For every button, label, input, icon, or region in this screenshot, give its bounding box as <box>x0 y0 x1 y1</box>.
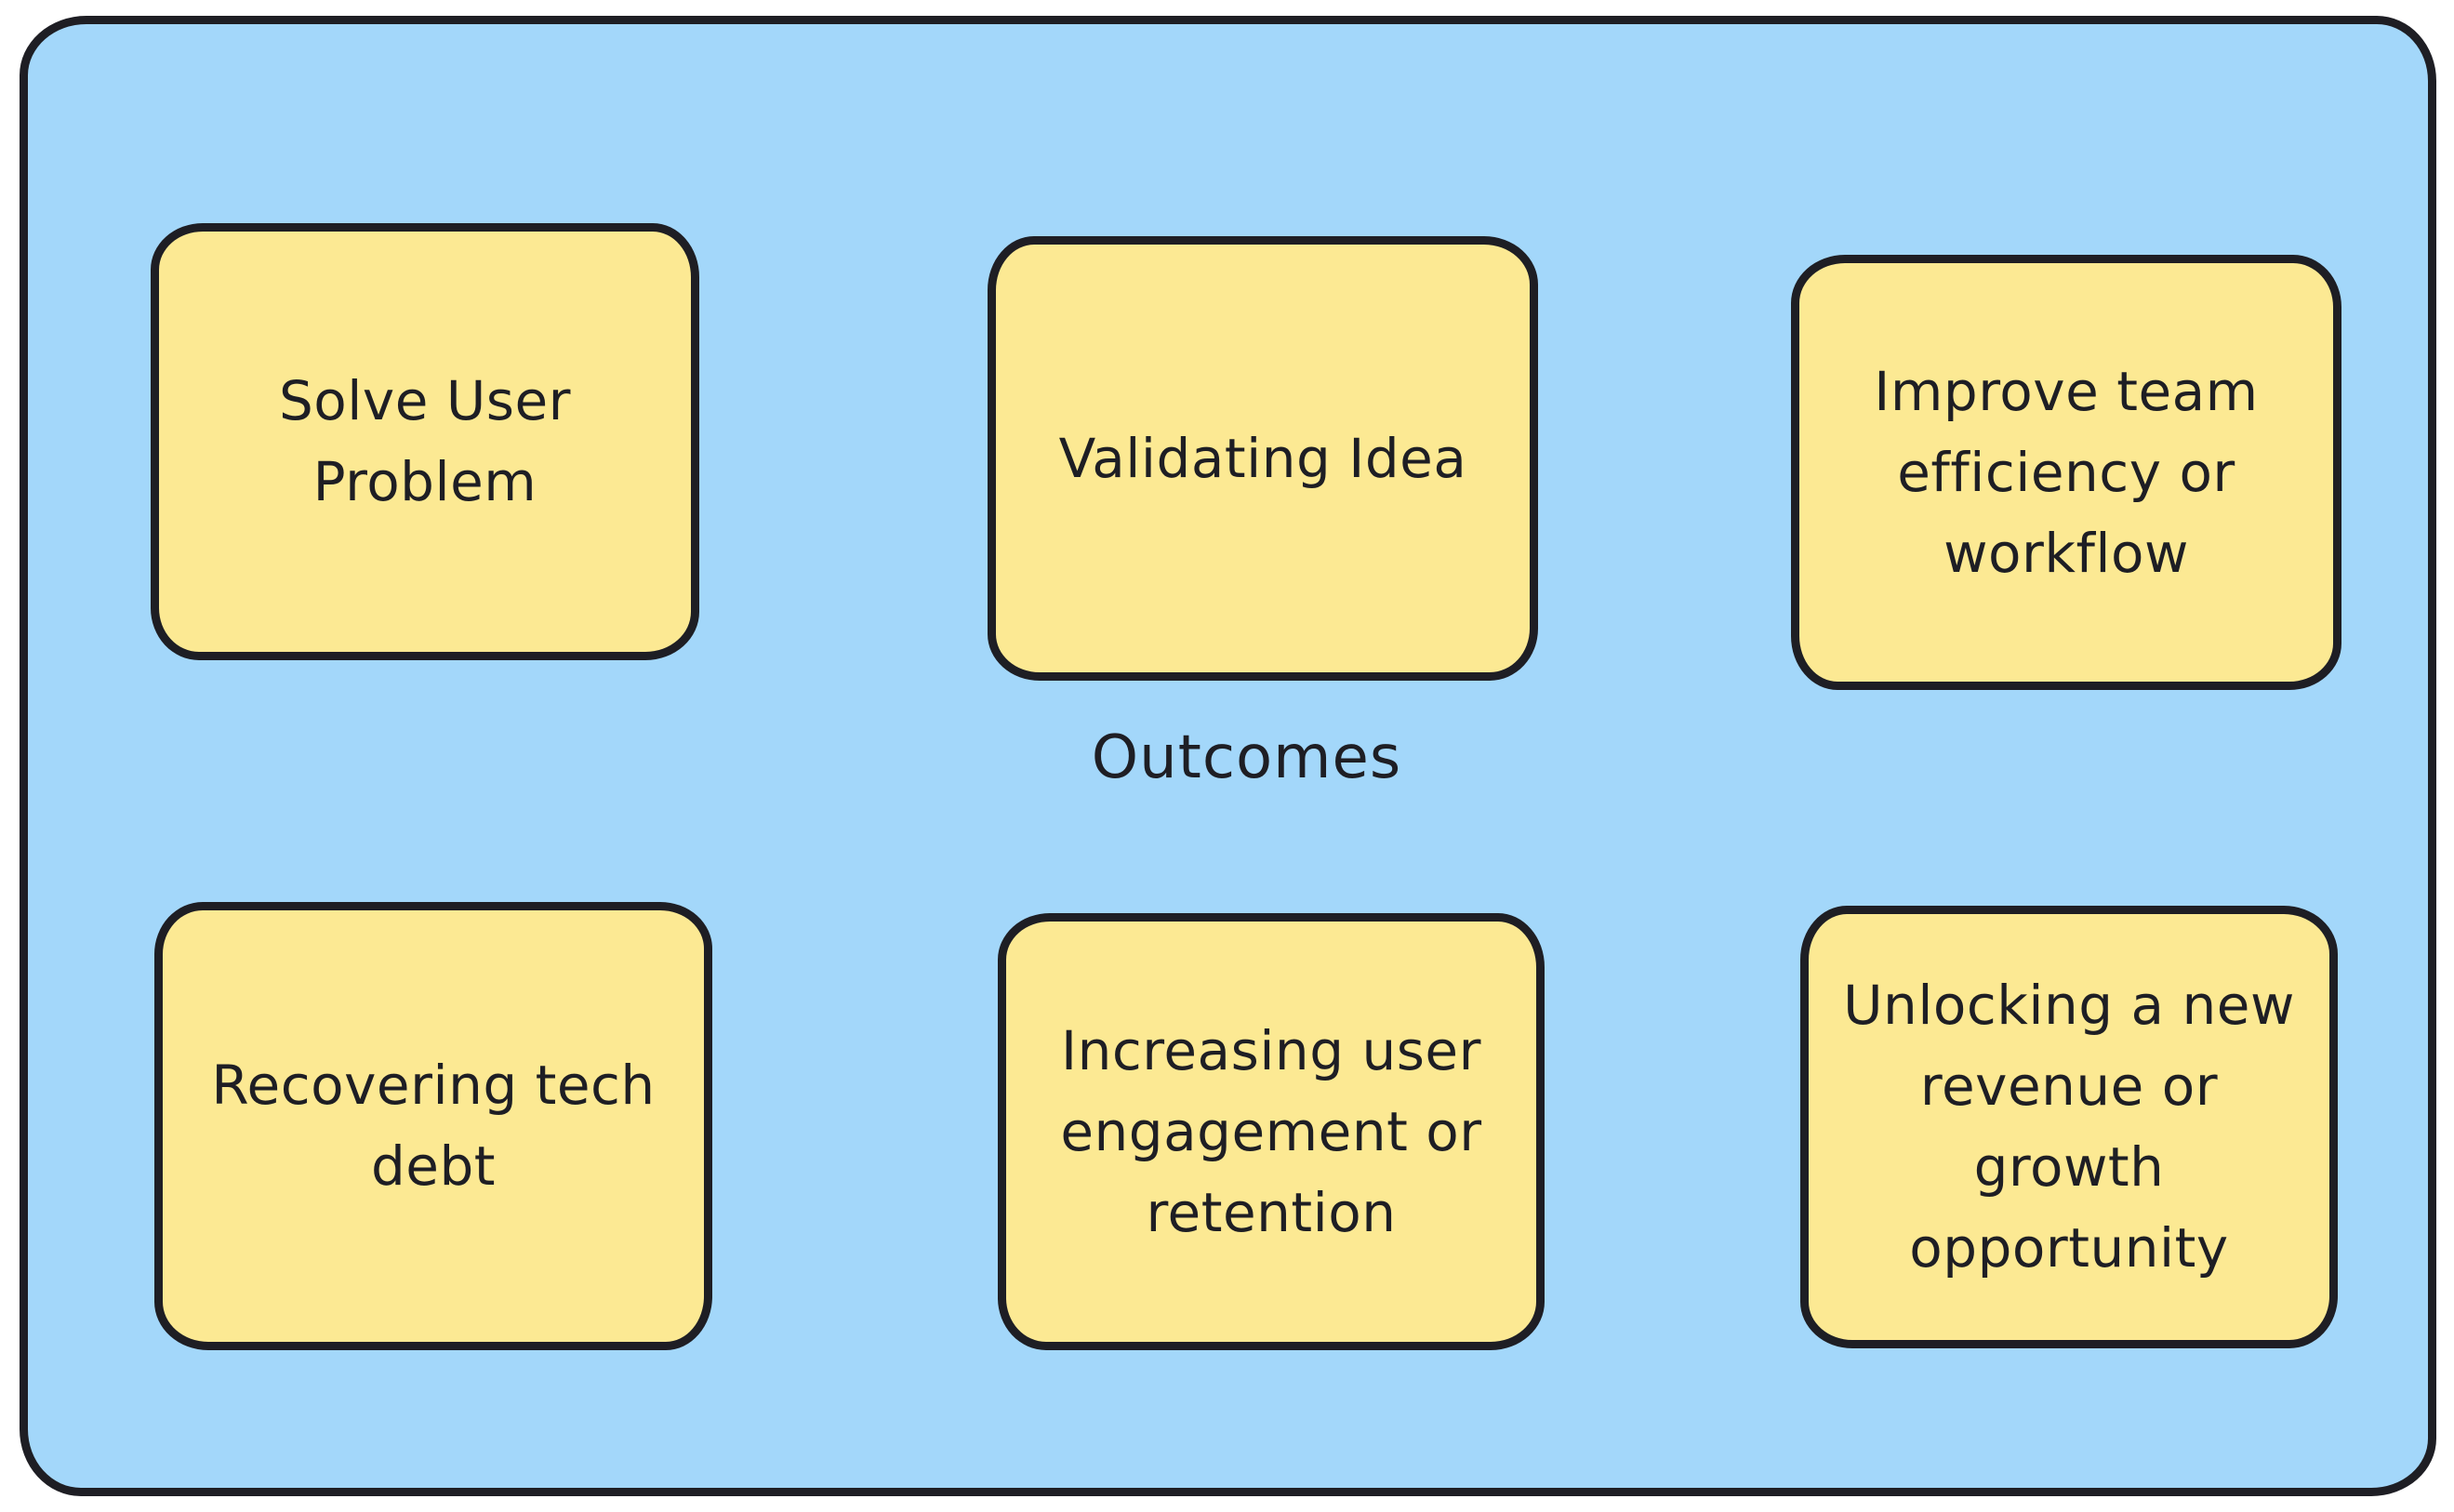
outcomes-board-container[interactable]: Solve User Problem Validating Idea Impro… <box>20 16 2436 1496</box>
sticky-note-solve-user-problem[interactable]: Solve User Problem <box>151 223 699 660</box>
sticky-note-increasing-user-engagement[interactable]: Increasing user engagement or retention <box>998 913 1545 1350</box>
outcomes-label[interactable]: Outcomes <box>1091 723 1402 792</box>
sticky-note-validating-idea[interactable]: Validating Idea <box>988 236 1538 681</box>
sticky-note-unlocking-new-revenue[interactable]: Unlocking a new revenue or growth opport… <box>1800 906 2338 1348</box>
sticky-note-improve-team-efficiency[interactable]: Improve team efficiency or workflow <box>1791 255 2341 690</box>
sticky-note-recovering-tech-debt[interactable]: Recovering tech debt <box>154 902 712 1350</box>
